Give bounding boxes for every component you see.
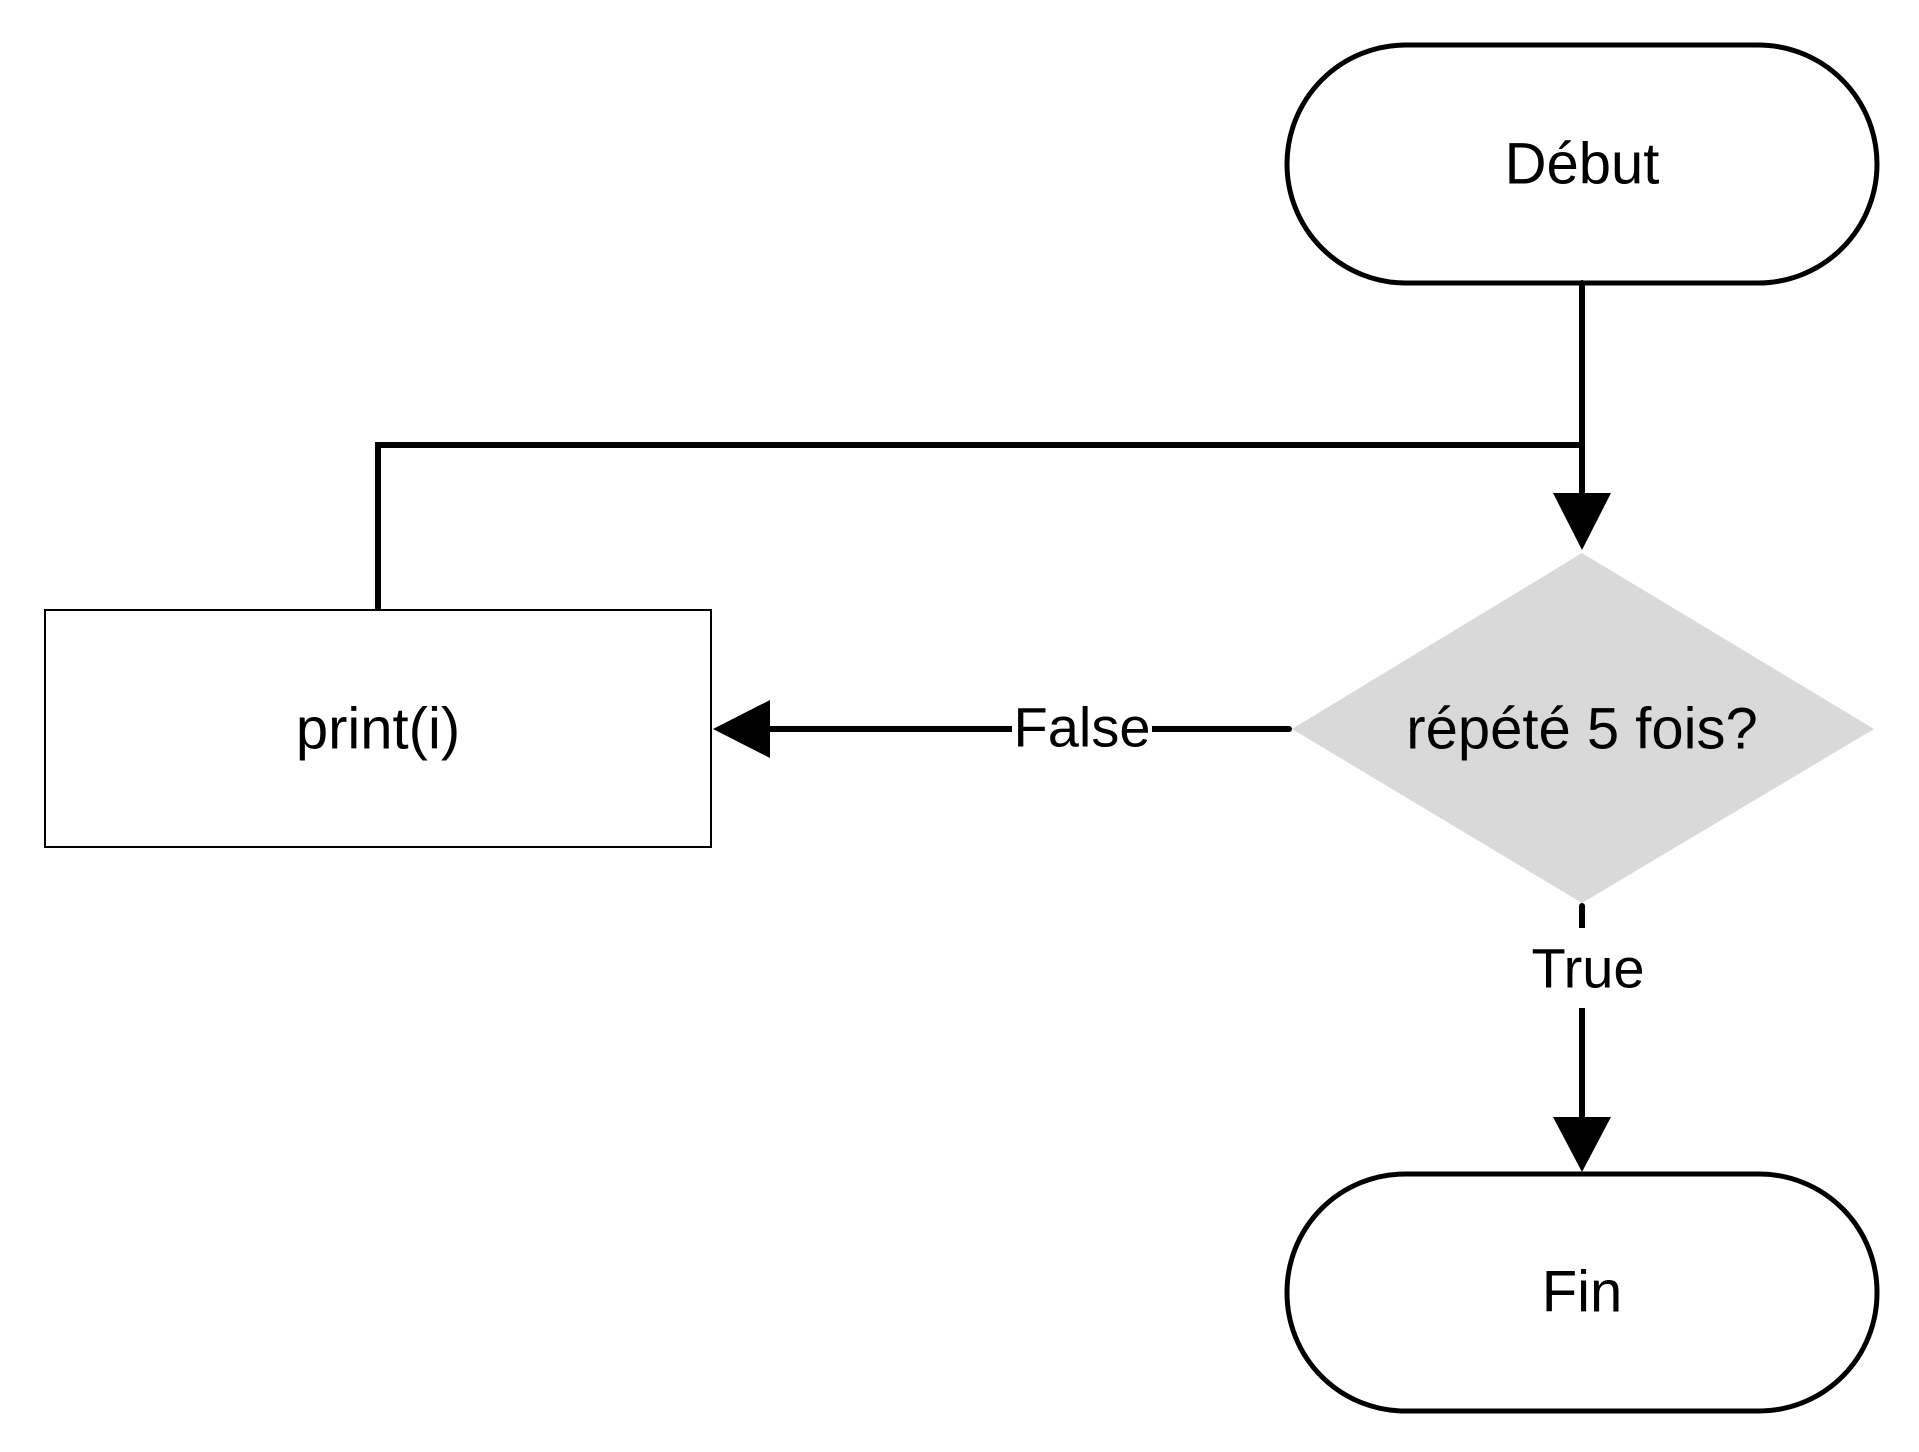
edge-true-arrowhead <box>1553 1117 1611 1172</box>
edge-false: False <box>713 692 1292 766</box>
process-box-shape <box>44 609 712 848</box>
decision-label: répété 5 fois? <box>1406 697 1757 762</box>
process-label: print(i) <box>296 697 460 762</box>
edge-false-label-background <box>1012 692 1152 766</box>
decision-diamond-shape <box>1292 553 1874 903</box>
edge-false-arrowhead <box>713 700 770 758</box>
end-label: Fin <box>1542 1260 1623 1325</box>
end-terminal-shape <box>1284 1171 1880 1414</box>
edge-start-to-decision-arrowhead <box>1553 493 1611 550</box>
process-node: print(i) <box>44 609 712 848</box>
edge-start-to-decision <box>1553 280 1611 550</box>
start-node: Début <box>1284 42 1880 286</box>
edge-false-label: False <box>1014 696 1151 759</box>
decision-node: répété 5 fois? <box>1292 553 1874 903</box>
edge-loop-back-line <box>375 442 1585 611</box>
edge-true-label: True <box>1531 937 1644 1000</box>
end-node: Fin <box>1284 1171 1880 1414</box>
edge-true-label-background <box>1520 928 1652 1008</box>
edge-true: True <box>1520 903 1652 1172</box>
edge-loop-back <box>375 442 1585 611</box>
start-label: Début <box>1505 132 1660 197</box>
